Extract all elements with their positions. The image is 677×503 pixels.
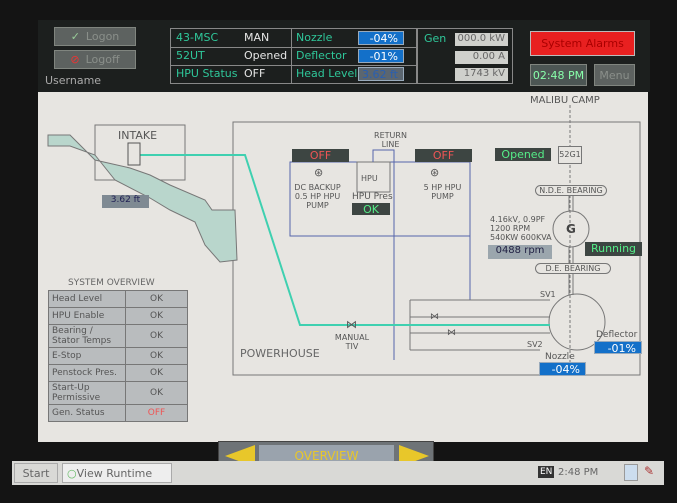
pen-icon[interactable]: ✎: [644, 464, 655, 478]
logoff-icon: ⊘: [70, 53, 80, 66]
gen-kw: 000.0 kW: [455, 33, 508, 46]
overview-row: Penstock Pres.OK: [48, 364, 188, 382]
site-name: MALIBU CAMP: [530, 95, 600, 106]
taskbar: Start ○View Runtime EN 2:48 PM ✎: [12, 461, 664, 485]
powerhouse-label: POWERHOUSE: [240, 347, 320, 360]
dc-pump-label: DC BACKUP 0.5 HP HPU PUMP: [294, 183, 341, 210]
pump5-label: 5 HP HPU PUMP: [423, 183, 462, 201]
hpu-label: HPU: [361, 174, 378, 183]
overview-row-label: HPU Enable: [48, 307, 126, 325]
overview-row-value: OK: [125, 364, 188, 382]
status-value-2: -01%: [358, 49, 404, 63]
logon-button[interactable]: ✓Logon: [54, 27, 136, 46]
overview-row-value: OK: [125, 347, 188, 365]
hpu-pres-status: OK: [352, 203, 390, 216]
generator-circle: [552, 210, 590, 248]
overview-title: SYSTEM OVERVIEW: [68, 278, 155, 288]
status-label: HPU Status: [176, 67, 238, 80]
deflector-label: Deflector: [596, 330, 638, 340]
overview-row-label: Start-Up Permissive: [48, 381, 126, 405]
nozzle-label: Nozzle: [545, 352, 575, 362]
breaker-status: Opened: [495, 148, 551, 161]
overview-row-value: OFF: [125, 404, 188, 422]
penstock-line: [140, 154, 550, 326]
nozzle-value: -04%: [539, 362, 586, 376]
rpm-display: 0488 rpm: [488, 245, 552, 259]
overview-row-label: E-Stop: [48, 347, 126, 365]
generator-label: G: [566, 222, 576, 236]
manual-tiv-valve-icon[interactable]: ⋈: [346, 318, 357, 331]
menu-button[interactable]: Menu: [594, 64, 635, 86]
status-label: 52UT: [176, 49, 205, 62]
overview-row-value: OK: [125, 307, 188, 325]
sv1-label: SV1: [540, 290, 556, 299]
generator-spec: 4.16kV, 0.9PF 1200 RPM 540KW 600KVA: [490, 215, 552, 242]
status-table: [170, 28, 417, 84]
breaker-52g1[interactable]: 52G1: [558, 146, 582, 164]
pump5-status: OFF: [415, 149, 472, 162]
overview-row-value: OK: [125, 324, 188, 348]
manual-tiv-label: MANUAL TIV: [334, 333, 370, 351]
intake-level-display: 3.62 ft: [102, 195, 149, 208]
overview-row-label: Penstock Pres.: [48, 364, 126, 382]
intake-label: INTAKE: [118, 129, 158, 142]
pump5-icon[interactable]: ⊛: [430, 166, 440, 179]
logoff-button[interactable]: ⊘Logoff: [54, 50, 136, 69]
time-display: 02:48 PM: [530, 64, 587, 86]
username-label: Username: [45, 74, 102, 87]
system-alarms-button[interactable]: System Alarms: [530, 31, 635, 56]
sv2-label: SV2: [527, 340, 543, 349]
overview-row-label: Gen. Status: [48, 404, 126, 422]
runtime-icon: ○: [67, 466, 77, 480]
dc-pump-icon[interactable]: ⊛: [314, 166, 324, 179]
status-value-2: 3.62 ft: [358, 67, 404, 81]
de-bearing: D.E. BEARING: [535, 263, 611, 274]
taskbar-clock: 2:48 PM: [558, 467, 599, 478]
overview-row-label: Head Level: [48, 290, 126, 308]
status-value: Opened: [244, 49, 288, 62]
status-value: MAN: [244, 31, 270, 44]
gen-amps: 0.00 A: [455, 51, 508, 64]
desktop-icon[interactable]: [624, 464, 638, 481]
return-line-label: RETURN LINE: [374, 131, 407, 149]
overview-row-value: OK: [125, 290, 188, 308]
language-indicator[interactable]: EN: [538, 466, 555, 478]
status-label-2: Head Level: [296, 67, 358, 80]
overview-row-value: OK: [125, 381, 188, 405]
status-value: OFF: [244, 67, 266, 80]
view-runtime-task[interactable]: ○View Runtime: [62, 463, 172, 483]
start-button[interactable]: Start: [14, 463, 58, 483]
hpu-pres-label: HPU Pres: [352, 192, 393, 202]
gen-label: Gen: [424, 32, 447, 45]
nde-bearing: N.D.E. BEARING: [535, 185, 607, 196]
gen-panel: [417, 28, 513, 84]
status-value-2: -04%: [358, 31, 404, 45]
status-label: 43-MSC: [176, 31, 219, 44]
overview-row-label: Bearing / Stator Temps: [48, 324, 126, 348]
status-label-2: Deflector: [296, 49, 347, 62]
turbine: [548, 293, 606, 351]
check-icon: ✓: [70, 30, 80, 43]
valve-icon[interactable]: ⋈: [447, 328, 456, 338]
gen-kv: 1743 kV: [455, 68, 508, 81]
generator-status: Running: [585, 242, 642, 256]
deflector-value: -01%: [594, 341, 642, 355]
status-label-2: Nozzle: [296, 31, 333, 44]
dc-pump-status: OFF: [292, 149, 349, 162]
valve-icon[interactable]: ⋈: [430, 312, 439, 322]
intake-screen: [127, 142, 141, 166]
river-shape: [47, 134, 238, 263]
